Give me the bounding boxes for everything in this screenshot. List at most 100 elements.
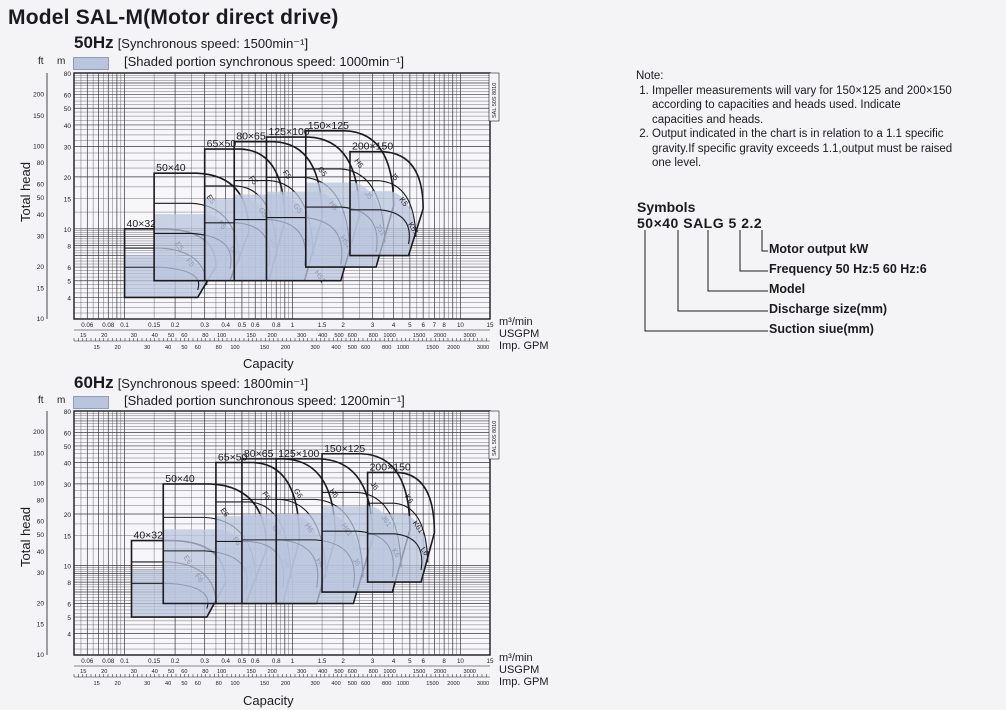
x-tick-m3min: 15 xyxy=(487,658,494,665)
x-tick-impgpm: 20 xyxy=(114,681,120,687)
side-label: SAL 50S 8010 xyxy=(492,421,498,456)
shaded-region xyxy=(367,514,430,583)
y-tick-m: 60 xyxy=(64,430,72,437)
x-tick-m3min: 0.8 xyxy=(272,658,281,665)
pump-region-outline xyxy=(366,471,436,583)
x-tick-impgpm: 30 xyxy=(144,345,150,351)
x-tick-impgpm: 500 xyxy=(348,345,357,351)
x-tick-m3min: 0.8 xyxy=(272,322,281,329)
x-tick-impgpm: 2000 xyxy=(447,345,459,351)
x-tick-usgpm: 800 xyxy=(369,333,378,339)
y-tick-ft: 40 xyxy=(37,212,45,219)
y-tick-m: 80 xyxy=(64,409,72,416)
x-tick-m3min: 0.4 xyxy=(221,322,230,329)
side-label-box xyxy=(488,410,500,460)
notes-title: Note: xyxy=(636,70,664,82)
x-tick-impgpm: 30 xyxy=(144,681,150,687)
x-tick-m3min: 0.2 xyxy=(171,322,180,329)
x-tick-m3min: 0.6 xyxy=(251,322,260,329)
x-tick-usgpm: 15 xyxy=(80,669,86,675)
x-tick-impgpm: 3000 xyxy=(477,345,489,351)
y-tick-m: 10 xyxy=(64,564,72,571)
x-tick-m3min: 0.06 xyxy=(81,322,94,329)
y-tick-m: 50 xyxy=(64,106,72,113)
x-tick-usgpm: 800 xyxy=(369,669,378,675)
shaded-region xyxy=(349,191,418,256)
ft-unit-label: ft xyxy=(38,395,44,406)
note-item: Output indicated in the chart is in rela… xyxy=(652,127,954,171)
frequency-label: 60Hz xyxy=(74,373,114,392)
y-tick-ft: 30 xyxy=(37,233,45,240)
y-tick-ft: 200 xyxy=(33,429,44,436)
x-tick-m3min: 10 xyxy=(457,322,464,329)
x-tick-usgpm: 150 xyxy=(247,333,256,339)
x-tick-usgpm: 50 xyxy=(168,333,174,339)
x-tick-m3min: 7 xyxy=(433,322,437,329)
x-tick-m3min: 0.3 xyxy=(200,658,209,665)
x-tick-impgpm: 3000 xyxy=(477,681,489,687)
x-tick-impgpm: 400 xyxy=(331,681,340,687)
series-label: 65×50 xyxy=(218,452,248,464)
x-tick-m3min: 8 xyxy=(442,322,446,329)
symbols-leader-lines xyxy=(644,230,768,332)
code-frequency: 5 xyxy=(728,215,737,231)
pump-region-outline xyxy=(349,150,424,257)
x-tick-impgpm: 150 xyxy=(260,345,269,351)
x-tick-m3min: 1.5 xyxy=(318,658,327,665)
series-label: 125×100 xyxy=(268,126,309,138)
x-tick-m3min: 1 xyxy=(291,658,295,665)
x-tick-usgpm: 1000 xyxy=(383,333,395,339)
series-label: 150×125 xyxy=(324,443,365,455)
x-tick-m3min: 4 xyxy=(392,322,396,329)
x-tick-usgpm: 2000 xyxy=(434,333,446,339)
model-code-label: K5 xyxy=(397,195,410,208)
series-label: 200×150 xyxy=(352,141,393,153)
series-label: 80×65 xyxy=(236,131,266,143)
y-tick-ft: 15 xyxy=(37,285,45,292)
x-tick-impgpm: 600 xyxy=(361,681,370,687)
x-tick-impgpm: 100 xyxy=(230,681,239,687)
x-tick-m3min: 0.08 xyxy=(102,658,115,665)
m-unit-label: m xyxy=(57,395,66,406)
y-tick-ft: 60 xyxy=(37,519,45,526)
x-tick-m3min: 0.2 xyxy=(171,658,180,665)
x-tick-usgpm: 80 xyxy=(202,333,208,339)
x-tick-m3min: 10 xyxy=(457,658,464,665)
y-tick-m: 20 xyxy=(64,175,72,182)
x-tick-m3min: 15 xyxy=(487,322,494,329)
x-tick-impgpm: 40 xyxy=(165,681,171,687)
x-tick-m3min: 8 xyxy=(442,658,446,665)
note-item: Impeller measurements will vary for 150×… xyxy=(652,84,954,128)
symbol-suction-size: Suction siue(mm) xyxy=(769,322,874,336)
shaded-legend-swatch xyxy=(73,55,109,73)
model-code-label: H5 xyxy=(352,157,365,170)
chart-1-group: 40×32E6F650×40E6F6G665×50F6G6H680×65G6H6… xyxy=(33,409,500,687)
x-tick-impgpm: 50 xyxy=(181,681,187,687)
model-code-label: H6 xyxy=(328,487,341,500)
code-discharge: 40 xyxy=(662,215,679,231)
x-tick-impgpm: 1000 xyxy=(397,681,409,687)
x-tick-usgpm: 30 xyxy=(131,333,137,339)
sync-speed-note: [Synchronous speed: 1500min⁻¹] xyxy=(117,36,309,51)
x-tick-m3min: 3 xyxy=(371,658,375,665)
y-tick-ft: 100 xyxy=(33,143,44,150)
series-label: 125×100 xyxy=(278,448,319,460)
x-tick-impgpm: 80 xyxy=(216,345,222,351)
x-tick-m3min: 0.4 xyxy=(221,658,230,665)
x-tick-usgpm: 600 xyxy=(348,333,357,339)
m-unit-label: m xyxy=(57,56,66,67)
y-tick-ft: 150 xyxy=(33,451,44,458)
x-tick-impgpm: 400 xyxy=(331,345,340,351)
x-tick-usgpm: 200 xyxy=(268,669,277,675)
x-tick-impgpm: 600 xyxy=(361,345,370,351)
x-tick-usgpm: 80 xyxy=(202,669,208,675)
chart-0-group: 40×32E5F550×40E5F5G565×50F5G5H580×65F5G5… xyxy=(33,71,500,351)
x-tick-usgpm: 300 xyxy=(297,333,306,339)
y-tick-ft: 80 xyxy=(37,497,45,504)
shaded-legend-swatch xyxy=(73,394,109,412)
model-code-label: F6 xyxy=(260,490,272,502)
x-unit-impgpm: Imp. GPM xyxy=(499,340,549,352)
x-tick-m3min: 1.5 xyxy=(318,322,327,329)
series-label: 40×32 xyxy=(127,218,157,230)
x-tick-usgpm: 100 xyxy=(217,333,226,339)
